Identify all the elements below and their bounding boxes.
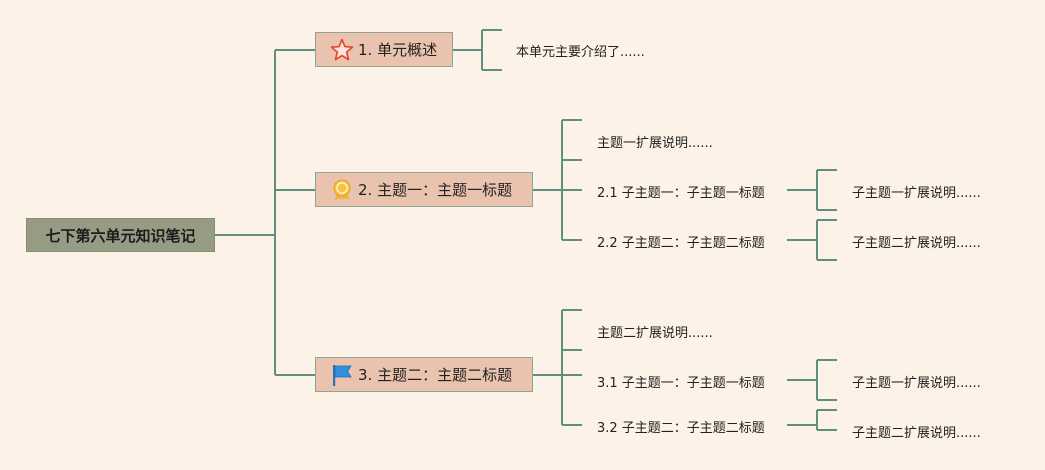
subtopic-2-1[interactable]: 2.1 子主题一：子主题一标题 xyxy=(597,185,765,201)
topic-label: 3. 主题二：主题二标题 xyxy=(358,366,513,384)
topic-2-detail[interactable]: 主题一扩展说明...... xyxy=(597,135,713,151)
topic-label: 2. 主题一：主题一标题 xyxy=(358,181,513,199)
subtopic-2-2-note[interactable]: 子主题二扩展说明...... xyxy=(852,235,981,251)
subtopic-3-1[interactable]: 3.1 子主题一：子主题一标题 xyxy=(597,375,765,391)
subtopic-3-2[interactable]: 3.2 子主题二：子主题二标题 xyxy=(597,420,765,436)
topic-node-3[interactable]: 3. 主题二：主题二标题 xyxy=(315,357,533,392)
subtopic-3-1-note[interactable]: 子主题一扩展说明...... xyxy=(852,375,981,391)
blue-flag-icon xyxy=(333,364,352,386)
subtopic-2-2[interactable]: 2.2 子主题二：子主题二标题 xyxy=(597,235,765,251)
topic-node-1[interactable]: 1. 单元概述 xyxy=(315,32,453,67)
topic-3-detail[interactable]: 主题二扩展说明...... xyxy=(597,325,713,341)
star-icon xyxy=(330,38,354,60)
topic-label: 1. 单元概述 xyxy=(358,41,438,59)
topic-node-2[interactable]: 2. 主题一：主题一标题 xyxy=(315,172,533,207)
subtopic-3-2-note[interactable]: 子主题二扩展说明...... xyxy=(852,425,981,441)
subtopic-2-1-note[interactable]: 子主题一扩展说明...... xyxy=(852,185,981,201)
root-title: 七下第六单元知识笔记 xyxy=(45,226,196,245)
award-badge-icon xyxy=(333,179,351,200)
topic-1-detail[interactable]: 本单元主要介绍了...... xyxy=(516,44,645,60)
root-node[interactable]: 七下第六单元知识笔记 xyxy=(26,218,215,252)
